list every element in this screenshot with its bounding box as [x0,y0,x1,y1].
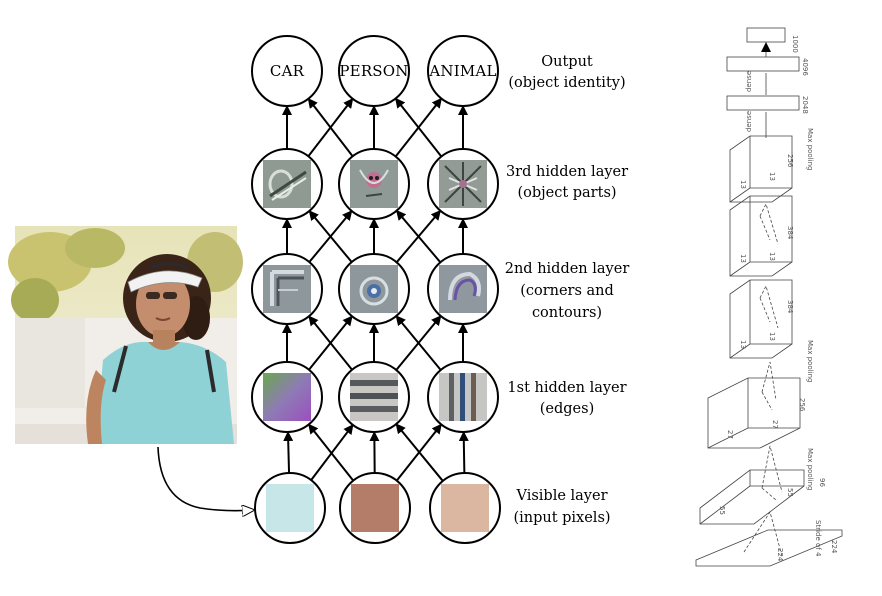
conv5-size-b: 13 [768,172,776,181]
input-size-a: 224 [776,548,784,562]
output-node-car [251,35,323,107]
stride-label: Stride of 4 [814,520,822,557]
third-layer-label-subtitle: (object parts) [517,185,616,201]
architecture-sketch [695,27,843,567]
connection-arrow [308,210,353,263]
vertical-stripes-icon [439,373,487,421]
conv5-size-a: 13 [739,180,747,189]
dense-block-2 [726,95,800,111]
conv3-size-a: 13 [739,340,747,349]
face-feature-icon [350,160,398,208]
third-hidden-layer [251,148,499,220]
contour-arc-feature-icon [439,265,487,313]
second-layer-label-subtitle: (corners and [520,283,614,299]
animal-feature-icon [439,160,487,208]
visible-layer-label-subtitle: (input pixels) [513,510,610,526]
dense-label-1: dense [745,71,753,92]
first-layer-label-subtitle: (edges) [540,401,594,417]
first-layer-label-title: 1st hidden layer [507,380,626,396]
photo-to-input-arrow [157,446,254,511]
input-pixel-1 [266,484,314,532]
connection-arrow [395,423,444,482]
conv2-size-a: 27 [726,430,734,439]
car-wheel-feature-icon [263,160,311,208]
corner-feature-icon [263,265,311,313]
pooling-label-bottom: Max pooling [806,448,814,490]
pooling-label-middle: Max pooling [806,340,814,382]
output-label-subtitle: (object identity) [508,75,625,91]
first-hidden-layer [251,361,499,433]
conv1-depth: 96 [818,478,826,487]
output-label-title: Output [541,54,593,70]
conv1-size-b: 55 [786,488,794,497]
layer-labels: Output (object identity) 3rd hidden laye… [505,54,630,526]
conv-block-4 [729,195,793,277]
architecture-labels: 1000 4096 2048 dense dense Max pooling M… [718,35,838,562]
conv4-depth: 384 [786,226,794,240]
conv-block-5 [729,135,793,203]
conv5-depth: 256 [786,154,794,168]
output-node-person [338,35,410,107]
horizontal-stripes-icon [350,373,398,421]
woman-in-visor-photo [8,226,243,444]
pooling-label-top: Max pooling [806,128,814,170]
connection-arrow [283,430,294,474]
conv-block-2 [707,377,801,449]
conv3-size-b: 13 [768,332,776,341]
output-node-animal-label: ANIMAL [428,62,496,80]
green-purple-gradient-icon [263,373,311,421]
third-layer-label-title: 3rd hidden layer [506,164,628,180]
connection-arrow [308,315,353,371]
dense-label-2: dense [745,111,753,132]
second-hidden-layer [251,253,499,325]
dense-output-size: 1000 [791,35,799,53]
second-layer-label-title: 2nd hidden layer [505,261,630,277]
connection-arrow [395,315,442,371]
connection-arrow [458,430,469,474]
output-node-person-label: PERSON [339,62,408,80]
input-pixel-2 [351,484,399,532]
conv4-size-b: 13 [768,252,776,261]
visible-layer [254,472,501,544]
conv-block-1 [699,469,805,525]
dense-size-2: 2048 [801,96,809,114]
connection-arrow [307,97,354,157]
connection-arrow [308,423,355,482]
visible-layer-label-title: Visible layer [515,488,607,504]
second-layer-label-subtitle-2: contours) [532,305,602,321]
dense-size-1: 4096 [801,58,809,76]
conv2-size-b: 27 [771,420,779,429]
connection-arrow [395,209,442,263]
input-size-b: 224 [830,540,838,554]
output-node-animal [427,35,499,107]
conv3-depth: 384 [786,300,794,314]
conv4-size-a: 13 [739,254,747,263]
connection-arrows [282,97,469,482]
input-image-block [695,529,843,567]
dense-output-block [746,27,786,43]
dense-block-1 [726,56,800,72]
input-pixel-3 [441,484,489,532]
conv2-depth: 256 [798,398,806,412]
output-layer: CAR PERSON ANIMAL [251,35,499,107]
output-node-car-label: CAR [270,62,305,80]
contour-circle-feature-icon [350,265,398,313]
connection-arrow [395,97,443,158]
conv1-size-a: 55 [718,506,726,515]
